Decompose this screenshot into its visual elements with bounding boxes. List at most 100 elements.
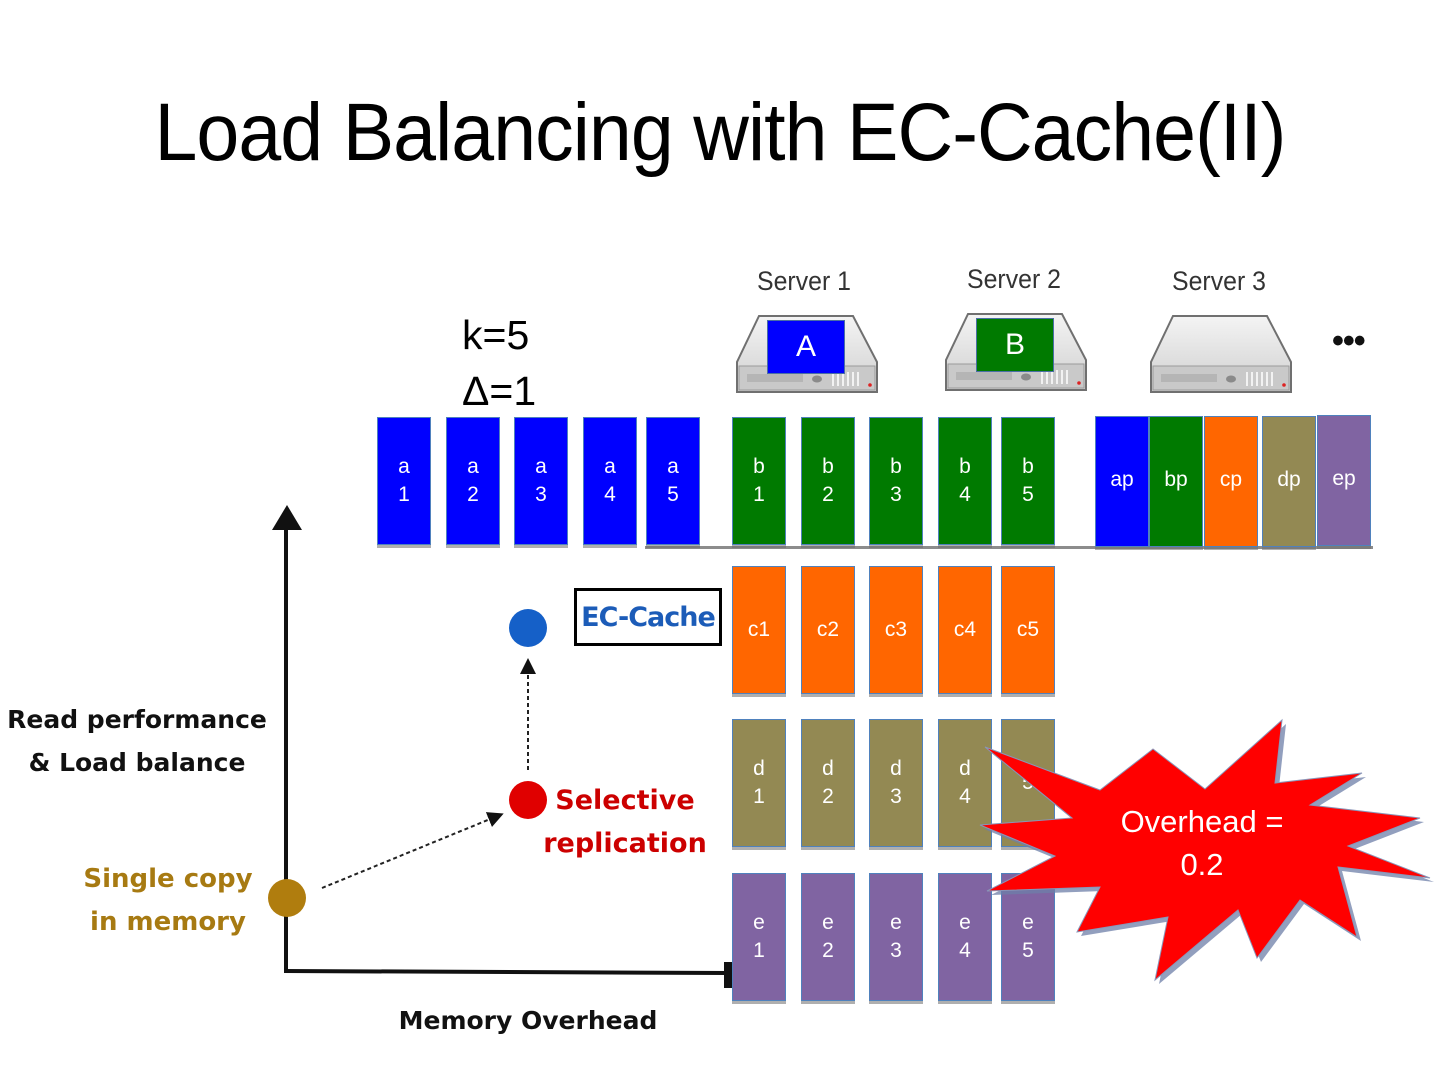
row-baseline xyxy=(645,546,1373,549)
server-3-icon xyxy=(1149,312,1293,394)
chunk-index: 5 xyxy=(667,483,679,506)
overhead-callout-line1: Overhead = xyxy=(1120,804,1284,839)
chunk-letter: e xyxy=(822,911,834,934)
chunk-index: 2 xyxy=(467,483,479,506)
parity-chunk-dp: dp xyxy=(1262,416,1316,547)
selective-label-line2: replication xyxy=(543,828,707,859)
chunk-letter: b xyxy=(822,455,834,478)
x-axis-label: Memory Overhead xyxy=(398,1006,658,1035)
single-copy-dot xyxy=(268,879,306,917)
chunk-index: 4 xyxy=(959,939,971,962)
chunk-index: 5 xyxy=(1022,483,1034,506)
chunk-c1: c1 xyxy=(732,566,786,694)
chunk-index: 2 xyxy=(822,483,834,506)
y-axis-label: Read performance & Load balance xyxy=(0,698,274,784)
selective-replication-label: Selective replication xyxy=(542,779,708,865)
slide-title: Load Balancing with EC-Cache(II) xyxy=(154,87,1287,178)
selective-label-line1: Selective xyxy=(555,785,695,816)
chunk-index: 2 xyxy=(822,939,834,962)
chunk-letter: d xyxy=(822,757,834,780)
chunk-index: 3 xyxy=(890,483,902,506)
chunk-index: 4 xyxy=(959,483,971,506)
y-axis-label-line2: & Load balance xyxy=(28,748,246,777)
overhead-callout: Overhead = 0.2 xyxy=(1090,800,1314,886)
y-axis-label-line1: Read performance xyxy=(7,705,267,734)
overhead-callout-line2: 0.2 xyxy=(1180,847,1224,882)
parity-chunk-ep: ep xyxy=(1317,415,1371,546)
single-copy-line2: in memory xyxy=(90,907,246,937)
ec-cache-dot xyxy=(509,609,547,647)
chunk-letter: d xyxy=(890,757,902,780)
k-parameter: k=5 xyxy=(462,312,530,358)
chunk-index: 3 xyxy=(535,483,547,506)
chunk-letter: a xyxy=(667,455,679,478)
server-3-label: Server 3 xyxy=(1172,266,1266,296)
x-axis-arrowhead-icon xyxy=(724,962,732,988)
chunk-c4: c4 xyxy=(938,566,992,694)
single-copy-label: Single copy in memory xyxy=(78,858,258,944)
chunk-index: 1 xyxy=(753,939,765,962)
chunk-index: 1 xyxy=(398,483,410,506)
chunk-letter: b xyxy=(959,455,971,478)
chunk-letter: b xyxy=(890,455,902,478)
chunk-letter: a xyxy=(467,455,479,478)
chunk-letter: d xyxy=(753,757,765,780)
chunk-letter: a xyxy=(604,455,616,478)
chunk-letter: d xyxy=(959,757,971,780)
single-copy-line1: Single copy xyxy=(83,864,253,894)
server-1-label: Server 1 xyxy=(757,266,851,296)
server-1-icon: A xyxy=(735,312,879,394)
chunk-letter: b xyxy=(753,455,765,478)
server-2-label: Server 2 xyxy=(967,264,1061,294)
chunk-c3: c3 xyxy=(869,566,923,694)
chunk-index: 3 xyxy=(890,785,902,808)
server-1-content: A xyxy=(767,320,845,374)
server-2-content: B xyxy=(976,318,1054,372)
y-axis-arrowhead-icon xyxy=(272,505,302,530)
x-axis xyxy=(283,969,729,975)
more-servers-ellipsis: ••• xyxy=(1332,322,1366,360)
chunk-index: 4 xyxy=(604,483,616,506)
server-2-icon: B xyxy=(944,310,1088,392)
chunk-letter: e xyxy=(753,911,765,934)
parity-chunk-ap: ap xyxy=(1095,416,1149,547)
chunk-letter: b xyxy=(1022,455,1034,478)
chunk-index: 4 xyxy=(959,785,971,808)
chunk-index: 2 xyxy=(822,785,834,808)
server-drive-icon xyxy=(1150,315,1292,393)
chunk-index: 3 xyxy=(890,939,902,962)
chunk-letter: e xyxy=(1022,911,1034,934)
chunk-c2: c2 xyxy=(801,566,855,694)
ec-cache-label: EC-Cache xyxy=(574,588,722,646)
delta-parameter: Δ=1 xyxy=(462,368,537,414)
chunk-c5: c5 xyxy=(1001,566,1055,694)
chunk-letter: e xyxy=(890,911,902,934)
chunk-letter: a xyxy=(535,455,547,478)
chunk-index: 5 xyxy=(1022,939,1034,962)
chunk-index: 1 xyxy=(753,785,765,808)
chunk-letter: e xyxy=(959,911,971,934)
parity-chunk-bp: bp xyxy=(1149,416,1203,547)
chunk-letter: a xyxy=(398,455,410,478)
starburst-shape xyxy=(979,718,1431,982)
chunk-index: 1 xyxy=(753,483,765,506)
